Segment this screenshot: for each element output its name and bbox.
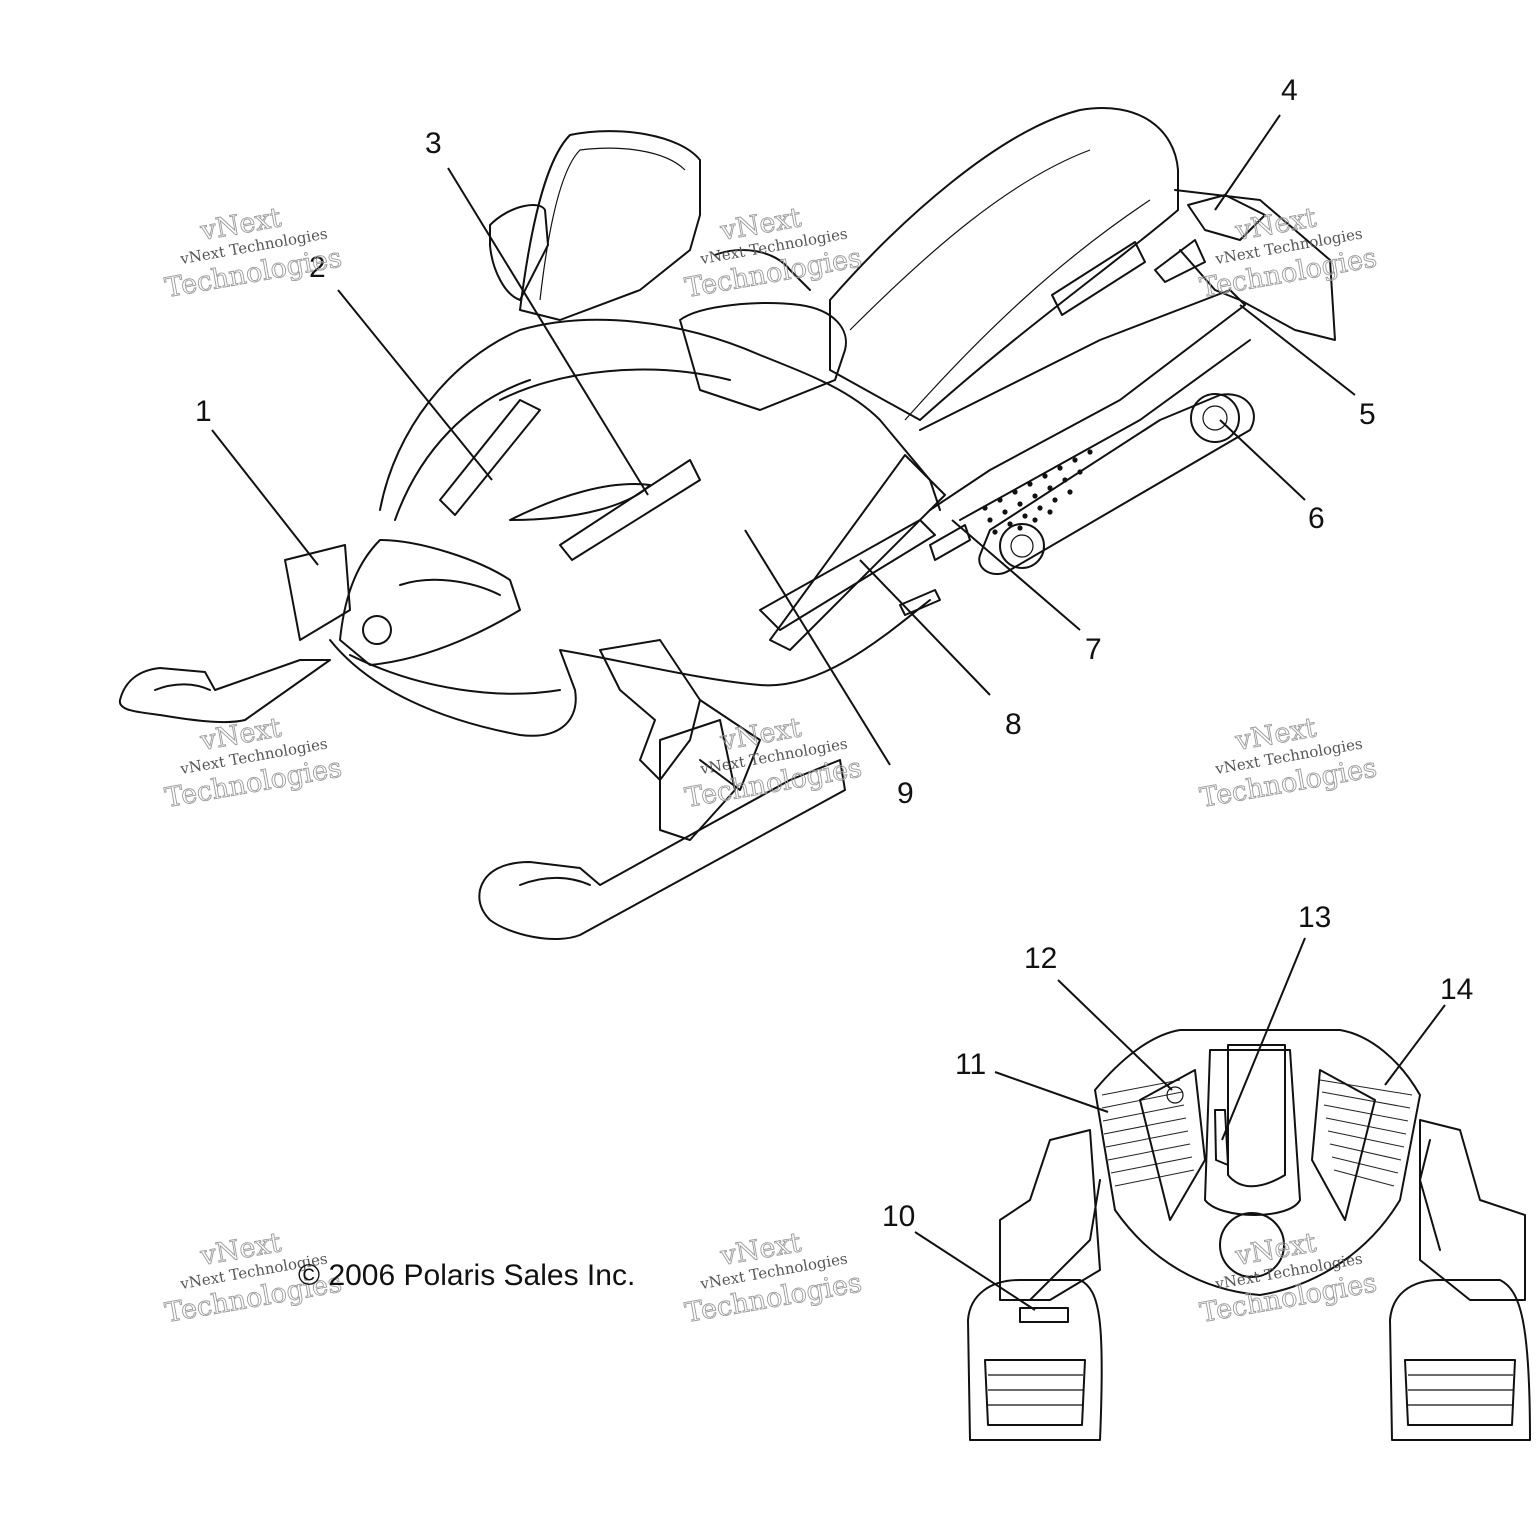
snowmobile-illustration xyxy=(118,107,1336,941)
callout-4: 4 xyxy=(1281,74,1298,107)
callout-5: 5 xyxy=(1359,398,1376,431)
callout-2: 2 xyxy=(309,251,326,284)
leader-lines-front xyxy=(914,937,1446,1311)
leader-lines-side xyxy=(211,114,1356,766)
callout-13: 13 xyxy=(1298,901,1331,934)
watermark-bottom-right: vNext vNext Technologies Technologies xyxy=(1197,1227,1379,1330)
watermark-mid-left: vNext vNext Technologies Technologies xyxy=(162,712,344,815)
watermark-bottom-center: vNext vNext Technologies Technologies xyxy=(682,1227,864,1330)
watermark-top-left: vNext vNext Technologies Technologies xyxy=(162,202,344,305)
watermark-mid-right: vNext vNext Technologies Technologies xyxy=(1197,712,1379,815)
front-view-illustration xyxy=(967,1029,1531,1441)
callout-1: 1 xyxy=(195,395,212,428)
watermark-top-right: vNext vNext Technologies Technologies xyxy=(1197,202,1379,305)
callout-11: 11 xyxy=(955,1048,986,1081)
callout-8: 8 xyxy=(1005,708,1022,741)
callout-14: 14 xyxy=(1440,973,1473,1006)
callout-9: 9 xyxy=(897,777,914,810)
copyright-text: © 2006 Polaris Sales Inc. xyxy=(298,1259,635,1292)
callout-numbers: 1 2 3 4 5 6 7 8 9 10 11 12 13 14 xyxy=(195,74,1473,1233)
callout-7: 7 xyxy=(1085,633,1102,666)
callout-3: 3 xyxy=(425,127,442,160)
callout-10: 10 xyxy=(882,1200,915,1233)
watermark-top-center: vNext vNext Technologies Technologies xyxy=(682,202,864,305)
callout-12: 12 xyxy=(1024,942,1057,975)
callout-6: 6 xyxy=(1308,502,1325,535)
watermark-mid-center: vNext vNext Technologies Technologies xyxy=(682,712,864,815)
footrest-texture xyxy=(982,449,1093,535)
